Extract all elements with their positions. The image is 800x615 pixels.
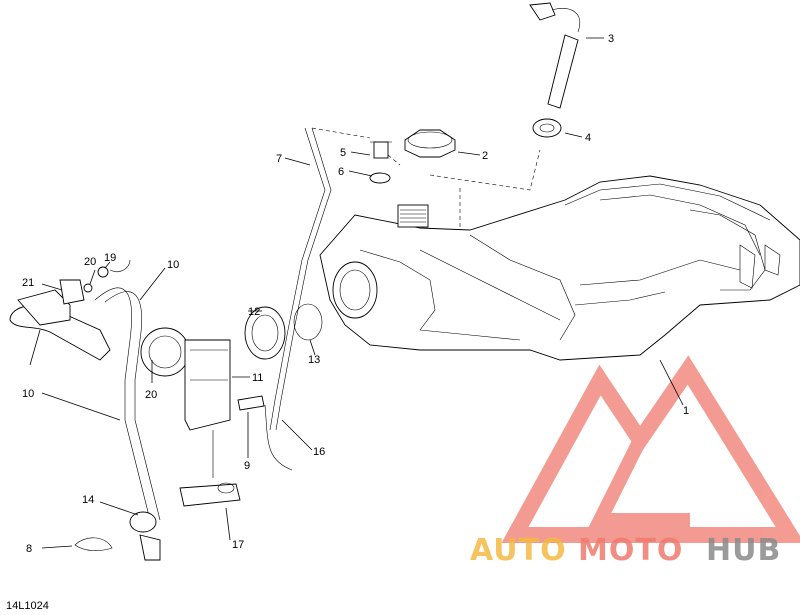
grommet	[532, 118, 562, 138]
fuel-level-sender	[529, 2, 580, 109]
callout-16: 16	[313, 446, 325, 458]
callout-5: 5	[340, 147, 346, 159]
callout-20-bottom: 20	[145, 389, 157, 401]
callout-labels: 1 2 3 4 5 6 7 8 9 10 10 11 12 13 14 16 1…	[22, 33, 689, 555]
fuel-tank	[319, 175, 800, 361]
callout-4: 4	[585, 132, 591, 144]
callout-8: 8	[26, 543, 32, 555]
callout-19: 19	[104, 252, 116, 264]
valve-grommet	[369, 172, 391, 184]
callout-1: 1	[683, 405, 689, 417]
watermark-wordmark: AUTO MOTO HUB	[470, 533, 781, 568]
leader-lines	[29, 37, 684, 549]
watermark-logo	[501, 355, 800, 543]
fitting	[237, 395, 265, 411]
lock-ring	[244, 306, 286, 360]
fuel-line	[264, 404, 293, 471]
watermark-word-auto: AUTO	[470, 533, 567, 568]
figure-reference-code: 14L1024	[6, 600, 49, 612]
o-ring	[293, 303, 323, 341]
callout-21: 21	[22, 277, 34, 289]
fuel-hose-assembly	[9, 259, 161, 561]
callout-7: 7	[276, 153, 282, 165]
callout-17: 17	[232, 539, 244, 551]
clamp	[83, 266, 109, 293]
callout-9: 9	[244, 460, 250, 472]
watermark-word-hub: HUB	[706, 533, 781, 568]
callout-2: 2	[482, 150, 488, 162]
vent-hose	[269, 127, 541, 431]
rollover-valve	[370, 141, 392, 159]
callout-20-top: 20	[84, 256, 96, 268]
fuel-pump-module	[140, 327, 231, 478]
callout-3: 3	[608, 33, 614, 45]
watermark-word-moto: MOTO	[578, 533, 683, 568]
callout-12: 12	[248, 306, 260, 318]
callout-13: 13	[308, 354, 320, 366]
callout-10-right: 10	[167, 259, 179, 271]
callout-10-left: 10	[22, 388, 34, 400]
fuel-filter	[179, 482, 241, 507]
callout-11: 11	[252, 372, 263, 384]
callout-14: 14	[82, 494, 94, 506]
callout-6: 6	[338, 166, 344, 178]
fuel-cap	[404, 129, 456, 158]
